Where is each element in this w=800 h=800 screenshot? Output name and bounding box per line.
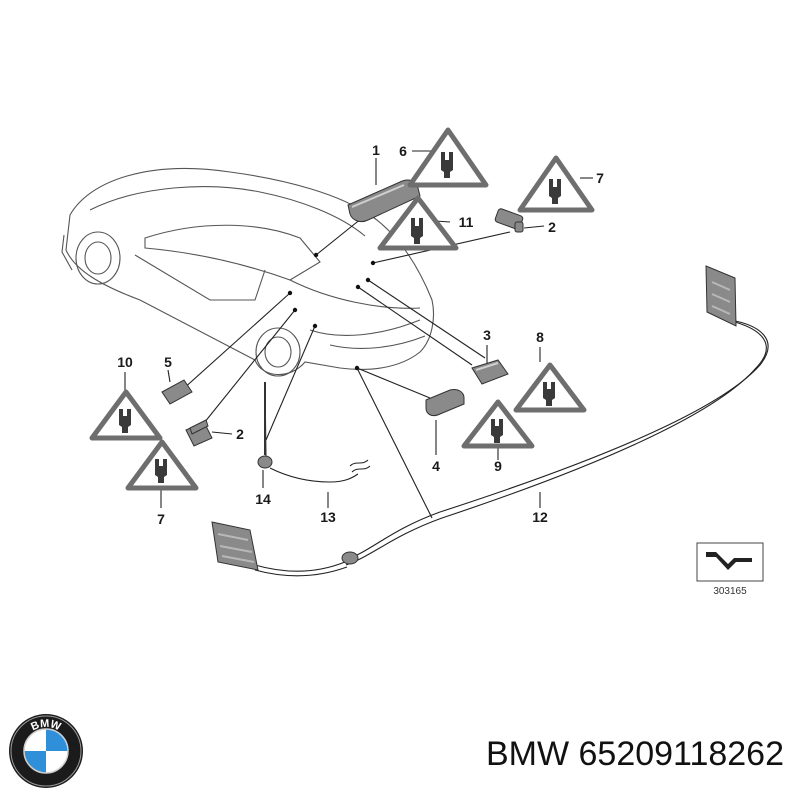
warning-triangle-7-left xyxy=(125,439,199,491)
warning-triangle-6 xyxy=(407,127,489,188)
part-number: 65209118262 xyxy=(578,735,784,773)
parts xyxy=(161,179,737,571)
part-3-module xyxy=(471,359,509,385)
callout-2-left: 2 xyxy=(236,426,244,442)
callout-labels: 1 6 11 7 2 3 8 4 9 10 5 2 7 14 13 12 xyxy=(117,142,604,527)
warning-triangle-11 xyxy=(377,195,459,251)
callout-6: 6 xyxy=(399,143,407,159)
warning-triangle-7-right xyxy=(517,155,595,213)
callout-14: 14 xyxy=(255,491,271,507)
warning-triangles xyxy=(89,127,595,491)
part-1-control-unit xyxy=(347,179,421,223)
part-5-module xyxy=(161,379,193,405)
reference-number: 303165 xyxy=(713,586,747,597)
bmw-logo-icon: BMW xyxy=(9,714,83,788)
warning-triangle-8 xyxy=(513,362,587,413)
callout-10: 10 xyxy=(117,354,133,370)
callout-ticks xyxy=(327,492,541,508)
callout-13: 13 xyxy=(320,509,336,525)
warning-triangle-9 xyxy=(461,399,535,449)
part-12-antenna-plate-left xyxy=(211,521,259,571)
callout-7-left: 7 xyxy=(157,511,165,527)
part-caption: BMW 65209118262 xyxy=(486,735,784,774)
callout-12: 12 xyxy=(532,509,548,525)
part-2-sensor-left xyxy=(185,419,213,447)
leader-dots xyxy=(287,252,376,371)
callout-2-right: 2 xyxy=(548,219,556,235)
part-12-connector xyxy=(341,551,359,565)
part-2-sensor-right xyxy=(494,208,524,233)
callout-4: 4 xyxy=(432,458,440,474)
callout-7-right: 7 xyxy=(596,170,604,186)
callout-8: 8 xyxy=(536,329,544,345)
reference-box: 303165 xyxy=(696,542,764,597)
callout-11: 11 xyxy=(459,214,474,230)
warning-triangle-10 xyxy=(89,389,163,441)
callout-3: 3 xyxy=(483,327,491,343)
callout-1: 1 xyxy=(372,142,380,158)
part-4-module xyxy=(425,389,465,417)
part-14-antenna xyxy=(257,382,273,469)
car-outline xyxy=(61,167,435,377)
callout-5: 5 xyxy=(164,354,172,370)
cables xyxy=(254,319,769,577)
callout-9: 9 xyxy=(494,458,502,474)
part-12-antenna-plate-right xyxy=(705,265,737,327)
brand-name: BMW xyxy=(485,735,570,773)
